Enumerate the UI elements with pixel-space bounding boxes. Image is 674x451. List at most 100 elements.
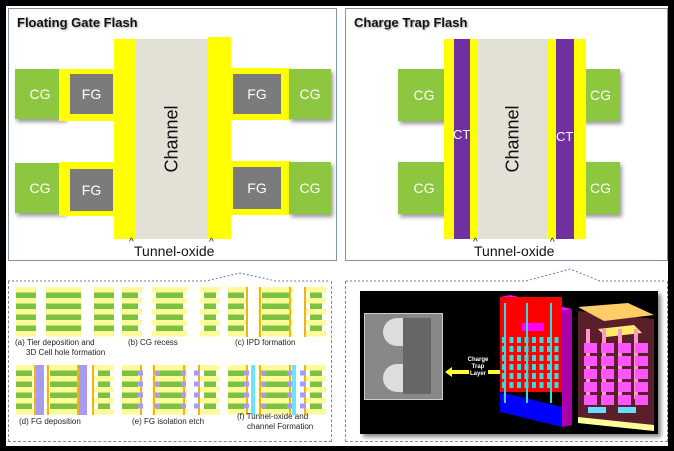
cell-block [539, 373, 544, 379]
tier-oxide-layer [122, 365, 142, 371]
fg-island [287, 392, 292, 398]
cg-label: CG [299, 86, 321, 102]
tier-oxide-layer [46, 309, 81, 315]
cell-block [517, 346, 521, 352]
tier-oxide-layer [46, 298, 81, 304]
tunnel-oxide-label: Tunnel-oxide [474, 243, 555, 259]
tier-oxide-layer [228, 365, 248, 371]
tier-oxide-layer [152, 287, 187, 293]
tier-oxide-layer [228, 331, 248, 337]
cell-block [547, 373, 551, 379]
fg-island [261, 381, 266, 387]
fg-island [181, 403, 186, 409]
tier-oxide-layer [258, 331, 293, 337]
cell-block [554, 364, 559, 370]
gate-cube [584, 382, 597, 392]
cg-layer [50, 370, 77, 376]
cg-layer [98, 392, 110, 398]
floating-gate: FG [70, 74, 113, 114]
fg-island [181, 381, 186, 387]
tier-oxide-layer [46, 287, 81, 293]
substrate-face [500, 392, 562, 427]
fg-island [300, 392, 305, 398]
tier-oxide-layer [258, 309, 293, 315]
gate-cube [635, 343, 648, 353]
cg-label: CG [29, 86, 51, 102]
tier-oxide-layer [122, 376, 142, 382]
ipd-layer [92, 365, 94, 415]
charge-trap-layer-right: CT [556, 39, 574, 239]
cell-block [539, 346, 544, 352]
cg-layer [204, 370, 216, 376]
process-steps-diagram [16, 287, 326, 415]
tier-oxide-layer [16, 287, 36, 293]
ct-label: CT [556, 129, 574, 144]
cell-block [517, 364, 521, 370]
charge-trap-title: Charge Trap Flash [354, 15, 468, 30]
channel: Channel [478, 39, 548, 239]
cg-layer [262, 392, 289, 398]
tier-oxide-layer [122, 409, 142, 415]
step-label: (a) Tier deposition and [15, 338, 95, 347]
cg-layer [156, 303, 183, 309]
cell-block [539, 355, 544, 361]
tier-oxide-layer [46, 365, 81, 371]
tier-oxide-layer [122, 331, 142, 337]
fg-island [194, 370, 199, 376]
cg-layer [122, 403, 138, 409]
tier-oxide-layer [152, 320, 187, 326]
tier-oxide-layer [16, 398, 36, 404]
step-label: channel Formation [247, 422, 314, 431]
cg-layer [122, 392, 138, 398]
tier-oxide-layer [122, 387, 142, 393]
tier-oxide-layer [122, 298, 142, 304]
tier-oxide-layer [152, 387, 187, 393]
cg-layer [156, 403, 183, 409]
gate-cube [584, 343, 597, 353]
gate-cube [601, 395, 614, 405]
cg-layer [310, 392, 322, 398]
tier-oxide-layer [258, 287, 293, 293]
fg-island [155, 370, 160, 376]
cell-block [547, 337, 551, 343]
gate-cube [601, 369, 614, 379]
fg-deposit [36, 365, 44, 415]
control-gate: CG [398, 69, 450, 121]
fg-island [244, 381, 249, 387]
tier-oxide-layer [228, 398, 248, 404]
cg-layer [262, 314, 289, 320]
cg-layer [310, 303, 322, 309]
cg-layer [310, 403, 322, 409]
tier-oxide-layer [46, 387, 81, 393]
cg-layer [310, 381, 322, 387]
tem-dome-bottom [383, 364, 403, 392]
ipd-layer [183, 365, 185, 415]
cell-block [517, 373, 521, 379]
tier-oxide-layer [152, 309, 187, 315]
ipd-layer [289, 365, 291, 415]
gate-cube [618, 395, 631, 405]
tier-oxide-layer [228, 287, 248, 293]
cg-label: CG [590, 87, 611, 103]
cell-block [539, 337, 544, 343]
fg-island [244, 403, 249, 409]
control-gate: CG [398, 162, 450, 214]
step-label: 3D Cell hole formation [26, 348, 106, 357]
cell-block [547, 364, 551, 370]
tier-oxide-layer [152, 376, 187, 382]
tier-oxide-layer [94, 298, 114, 304]
tier-oxide-layer [306, 287, 326, 293]
callout-left [8, 272, 330, 282]
cg-layer [228, 381, 244, 387]
tier-oxide-layer [258, 320, 293, 326]
cell-block [517, 355, 521, 361]
cell-block [532, 337, 536, 343]
ipd-layer [47, 365, 49, 415]
cell-block [509, 346, 514, 352]
cg-layer [98, 381, 110, 387]
cg-label: CG [299, 180, 321, 196]
tier-oxide-layer [258, 409, 293, 415]
cg-layer [204, 381, 216, 387]
fg-island [155, 403, 160, 409]
cg-layer [122, 325, 138, 331]
